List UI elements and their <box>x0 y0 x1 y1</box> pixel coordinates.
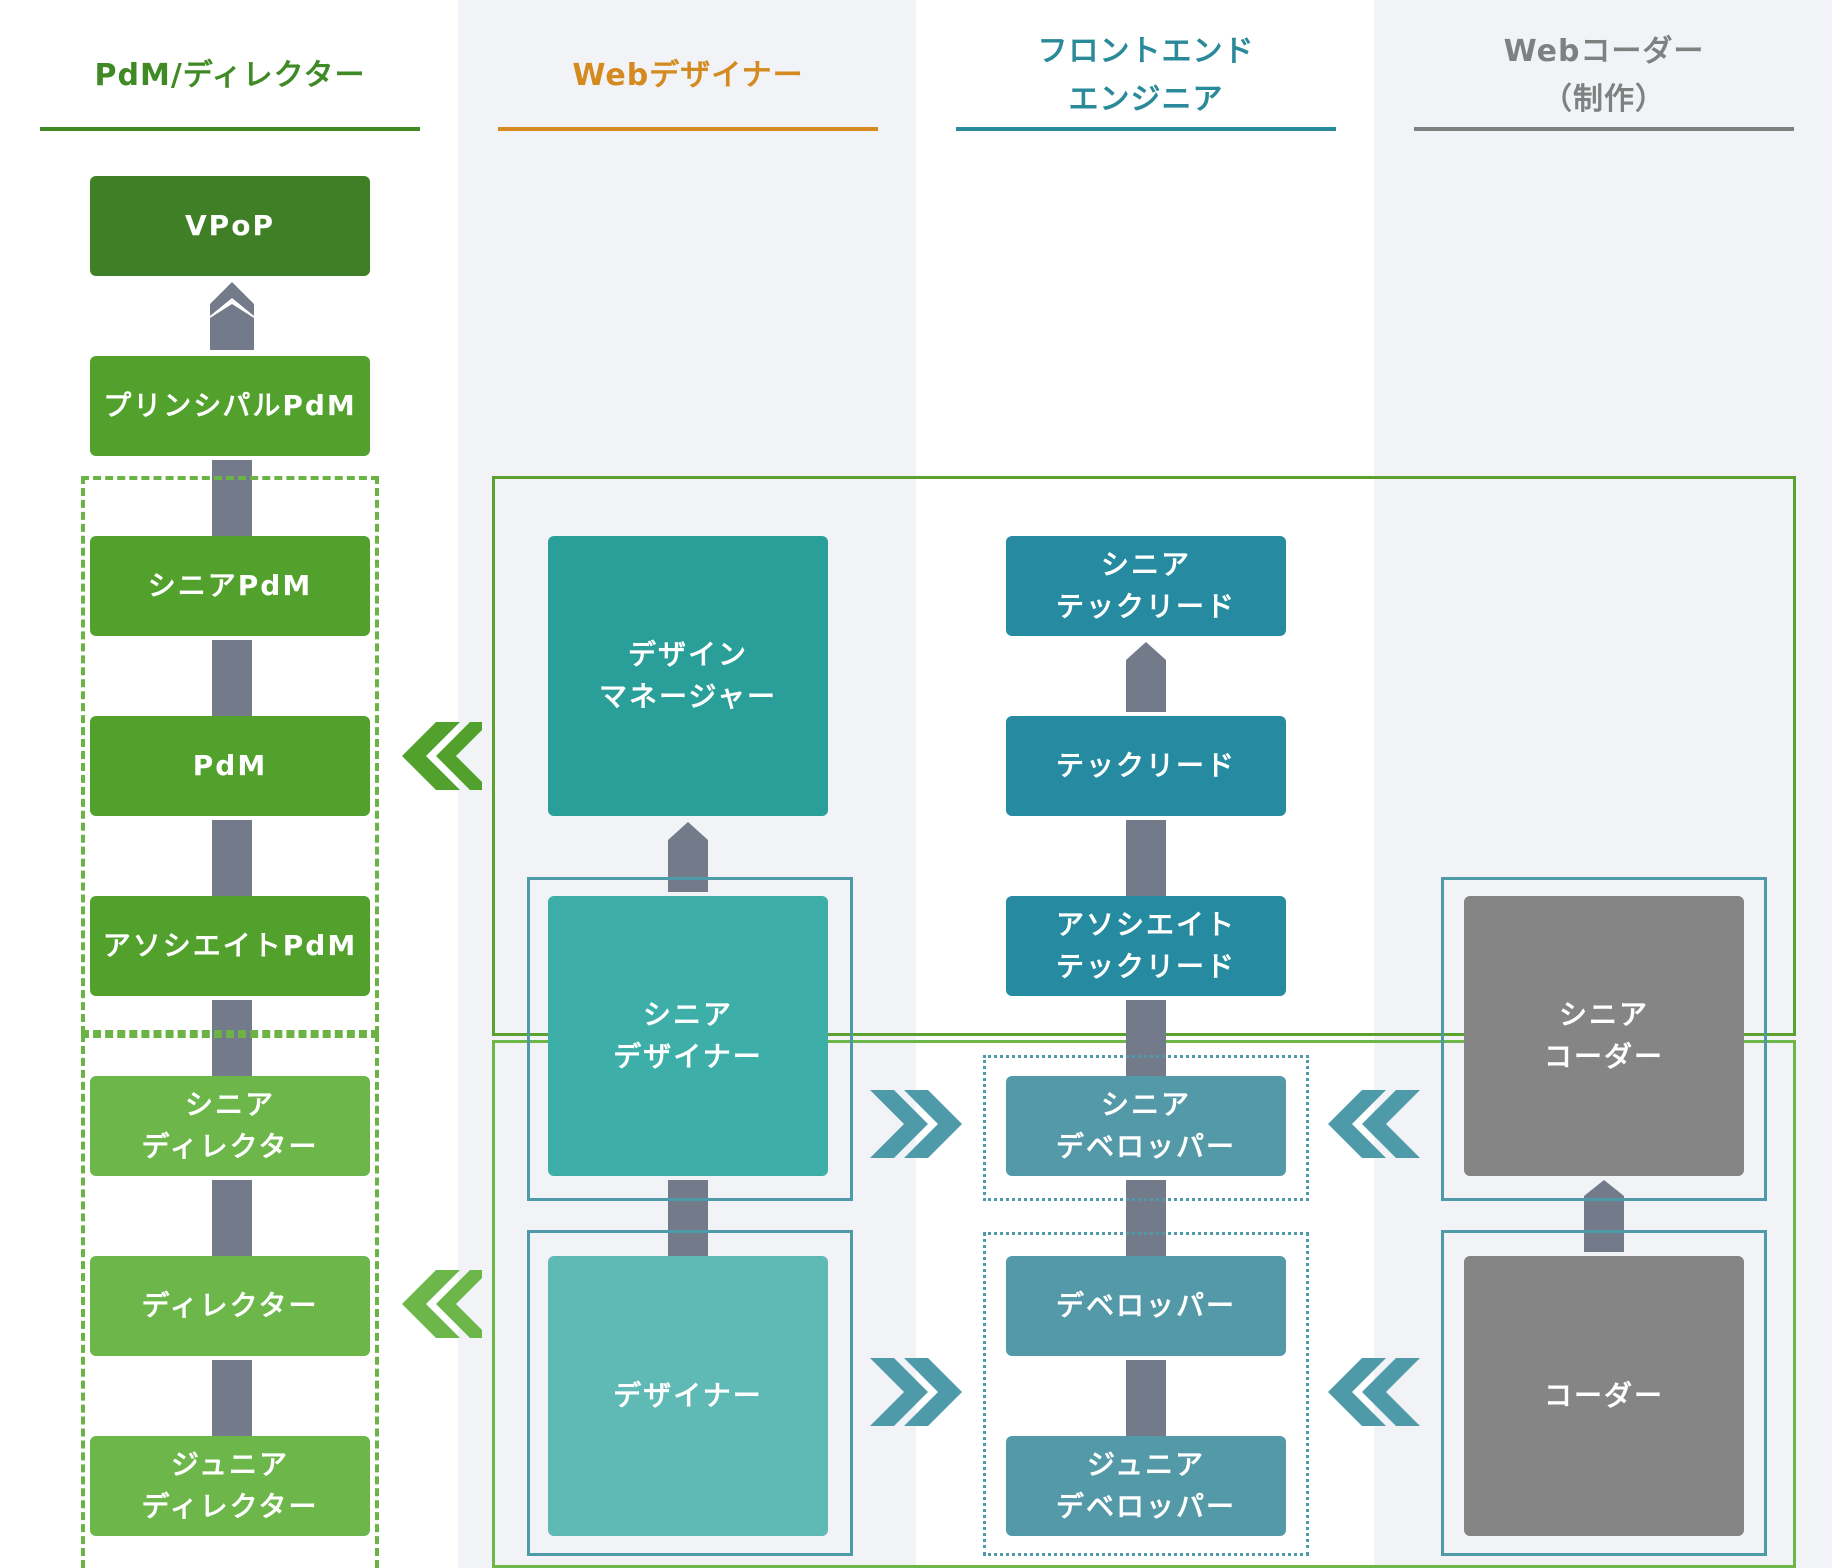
role-junior-director: ジュニア ディレクター <box>90 1436 370 1536</box>
pdm-connector <box>212 1000 252 1076</box>
role-senior-designer: シニア デザイナー <box>548 896 828 1176</box>
double-chevron-right-icon <box>870 1090 962 1158</box>
double-chevron-left-icon <box>402 722 482 790</box>
role-director: ディレクター <box>90 1256 370 1356</box>
role-vpop: VPoP <box>90 176 370 276</box>
role-senior-developer: シニア デベロッパー <box>1006 1076 1286 1176</box>
pdm-connector <box>212 1180 252 1256</box>
pdm-connector <box>212 640 252 716</box>
role-pdm: PdM <box>90 716 370 816</box>
pdm-track-dashed-group <box>81 476 379 1034</box>
double-chevron-left-icon <box>1328 1090 1420 1158</box>
role-developer: デベロッパー <box>1006 1256 1286 1356</box>
frontend-connector <box>1126 1360 1166 1436</box>
designer-frame <box>527 1230 853 1556</box>
developer-dotted-frame <box>983 1232 1309 1556</box>
role-junior-developer: ジュニア デベロッパー <box>1006 1436 1286 1536</box>
role-senior-coder: シニア コーダー <box>1464 896 1744 1176</box>
frontend-column-header: フロントエンド エンジニア <box>1037 34 1255 117</box>
pdm-connector <box>212 1360 252 1436</box>
promotion-arrow-up-icon <box>668 822 708 892</box>
frontend-connector <box>1126 1000 1166 1076</box>
designer-header-underline <box>498 127 878 131</box>
role-designer: デザイナー <box>548 1256 828 1536</box>
senior-designer-frame <box>527 877 853 1201</box>
director-track-dashed-group <box>81 1034 379 1568</box>
coder-header-underline <box>1414 127 1794 131</box>
pdm-connector <box>212 460 252 536</box>
double-chevron-left-icon <box>1328 1358 1420 1426</box>
role-tech-lead: テックリード <box>1006 716 1286 816</box>
double-chevron-left-icon <box>402 1270 482 1338</box>
role-associate-pdm: アソシエイトPdM <box>90 896 370 996</box>
pdm-header-underline <box>40 127 420 131</box>
role-senior-director: シニア ディレクター <box>90 1076 370 1176</box>
role-associate-tech-lead: アソシエイト テックリード <box>1006 896 1286 996</box>
coder-frame <box>1441 1230 1767 1556</box>
coder-column-header: Webコーダー （制作） <box>1503 34 1705 117</box>
frontend-connector <box>1126 820 1166 896</box>
promotion-chevron-up-icon <box>210 282 254 350</box>
frontend-header-underline <box>956 127 1336 131</box>
role-principal-pdm: プリンシパルPdM <box>90 356 370 456</box>
frontend-connector <box>1126 1180 1166 1256</box>
role-design-manager: デザイン マネージャー <box>548 536 828 816</box>
role-senior-tech-lead: シニア テックリード <box>1006 536 1286 636</box>
senior-coder-frame <box>1441 877 1767 1201</box>
designer-column-header: Webデザイナー <box>572 58 804 93</box>
double-chevron-right-icon <box>870 1358 962 1426</box>
role-coder: コーダー <box>1464 1256 1744 1536</box>
promotion-arrow-up-icon <box>1126 642 1166 712</box>
designer-connector <box>668 1180 708 1256</box>
role-senior-pdm: シニアPdM <box>90 536 370 636</box>
senior-developer-dotted-frame <box>983 1055 1309 1201</box>
pdm-connector <box>212 820 252 896</box>
pdm-column-header: PdM/ディレクター <box>94 58 366 93</box>
